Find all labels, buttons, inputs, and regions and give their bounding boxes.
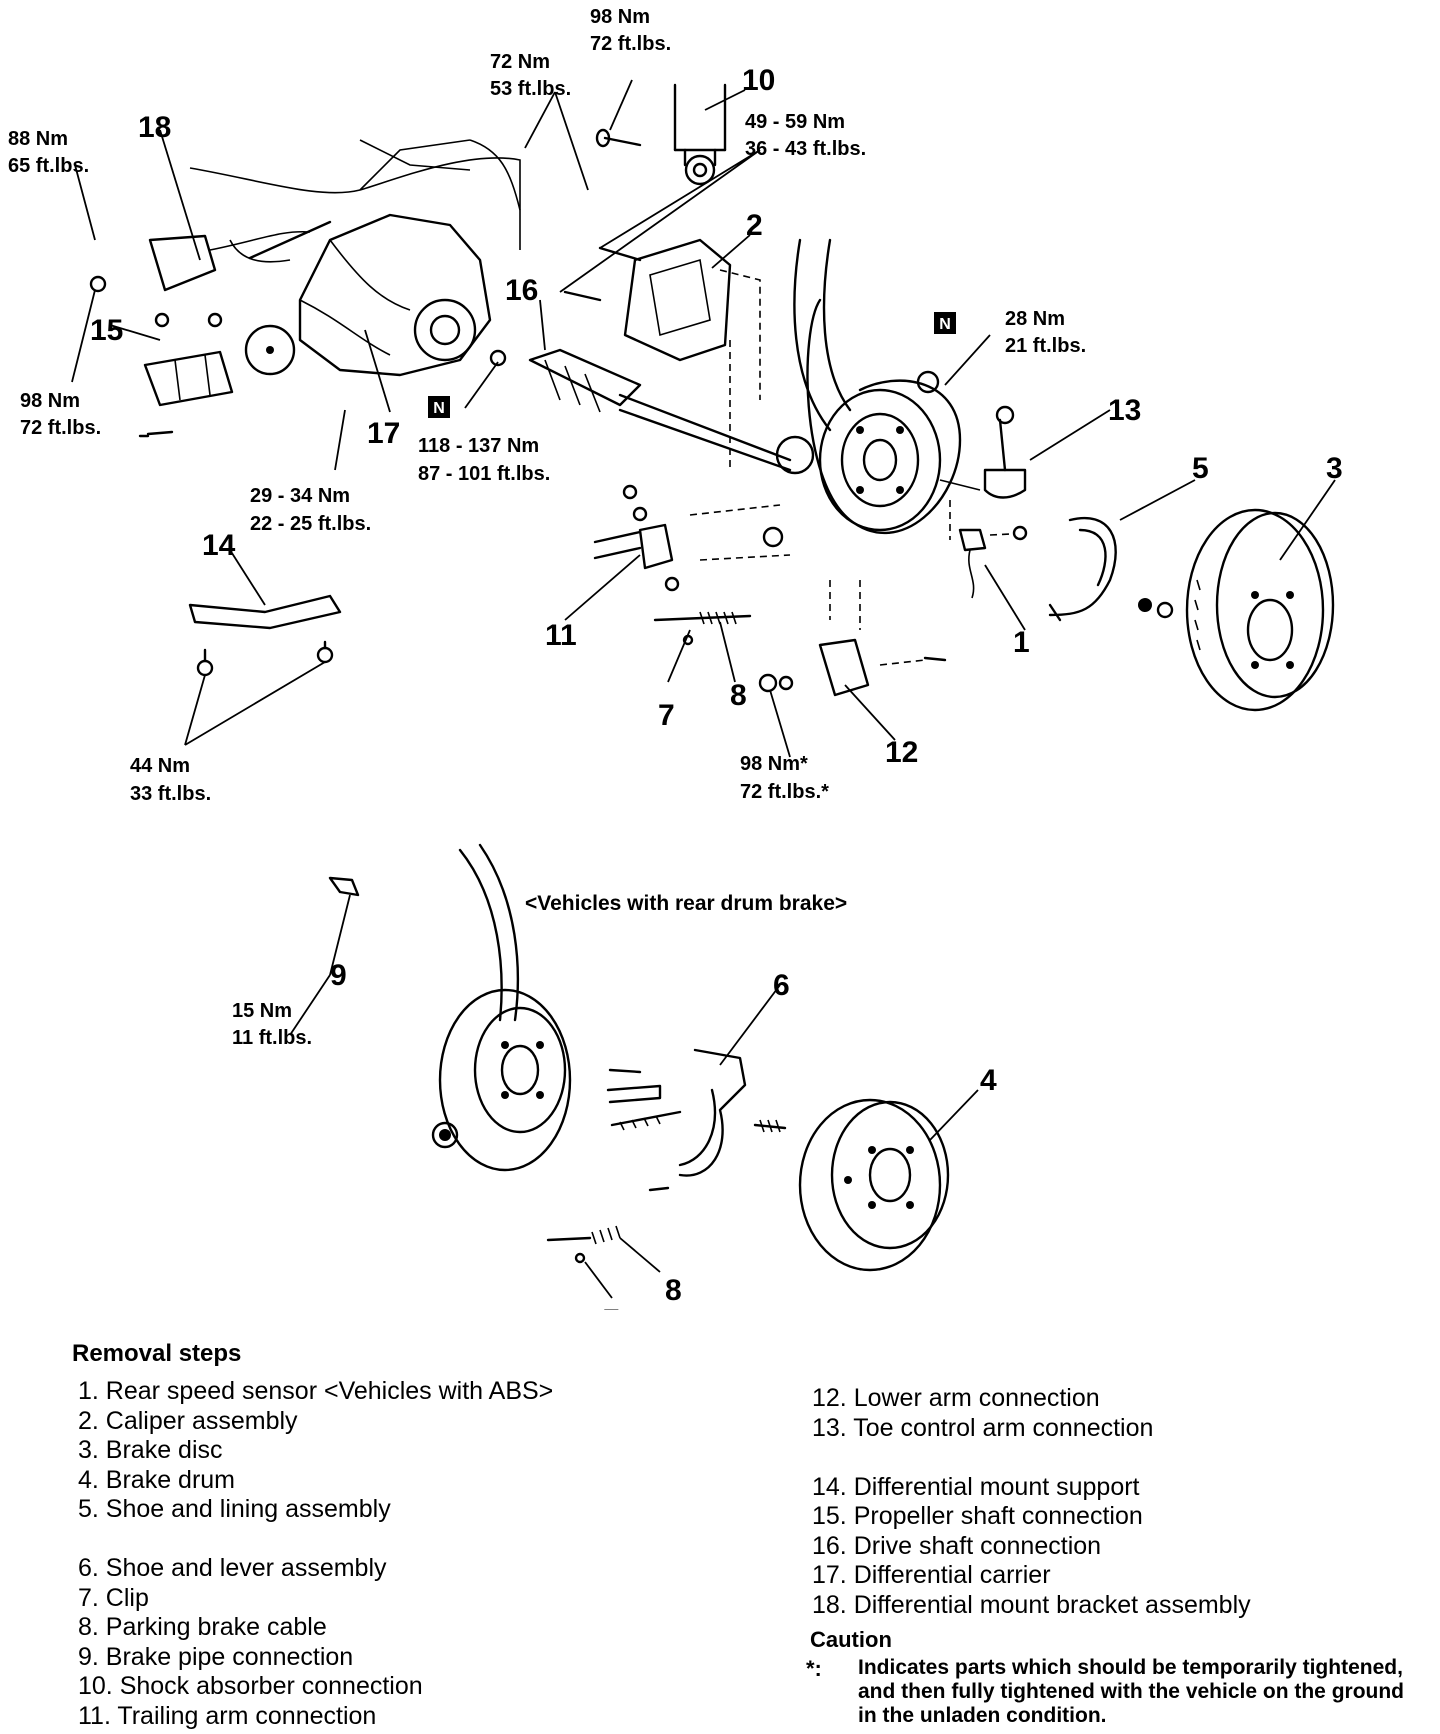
torque-88-nm: 88 Nm [8, 128, 68, 150]
callout-13: 13 [1108, 394, 1141, 427]
torque-118-ft: 87 - 101 ft.lbs. [418, 463, 550, 485]
caution-mark: *: [806, 1656, 822, 1681]
differential-mount-bracket [148, 220, 332, 292]
callout-16: 16 [505, 274, 538, 307]
rear-suspension-exploded-diagram: N N 98 Nm 72 ft.lbs. 72 Nm 53 ft.lbs. 88… [8, 6, 1343, 1310]
removal-step: 7. Clip [78, 1583, 149, 1612]
callout-9: 9 [330, 959, 347, 992]
torque-29-nm: 29 - 34 Nm [250, 485, 350, 507]
torque-88-ft: 65 ft.lbs. [8, 155, 89, 177]
torque-98c-ft: 72 ft.lbs.* [740, 781, 829, 803]
caution-text: Indicates parts which should be temporar… [858, 1656, 1404, 1727]
svg-text:N: N [939, 316, 951, 333]
removal-step: 17. Differential carrier [812, 1561, 1051, 1589]
removal-steps-left: 1. Rear speed sensor <Vehicles with ABS>… [78, 1377, 553, 1731]
parking-brake-cable-lower [546, 1225, 621, 1264]
callout-7b: 7 [603, 1304, 620, 1310]
removal-step: 10. Shock absorber connection [78, 1672, 423, 1700]
removal-step: 1. Rear speed sensor <Vehicles with ABS> [78, 1377, 554, 1405]
callout-12: 12 [885, 736, 918, 769]
removal-step: 15. Propeller shaft connection [812, 1502, 1143, 1530]
removal-step: 13. Toe control arm connection [812, 1413, 1154, 1442]
rear-speed-sensor [958, 525, 1028, 599]
drive-shaft [489, 348, 792, 472]
callout-6: 6 [773, 969, 790, 1002]
callout-4: 4 [980, 1064, 997, 1097]
knuckle-hub [689, 238, 962, 630]
torque-28-ft: 21 ft.lbs. [1005, 335, 1086, 357]
callout-17: 17 [367, 417, 400, 450]
callout-5: 5 [1192, 452, 1209, 485]
shock-absorber [595, 83, 727, 186]
callout-8b: 8 [665, 1274, 682, 1307]
caliper-assembly [563, 238, 761, 470]
n-marker-upper: N [934, 312, 956, 334]
torque-72-nm: 72 Nm [490, 51, 550, 73]
step-spacer [812, 1443, 1251, 1473]
torque-98c-nm: 98 Nm* [740, 753, 808, 775]
removal-step: 2. Caliper assembly [78, 1406, 298, 1435]
brake-disc [1185, 508, 1335, 712]
torque-44-ft: 33 ft.lbs. [130, 783, 211, 805]
differential-carrier [244, 213, 492, 377]
callout-numbers: 1 2 3 4 5 6 7 7 8 8 9 10 11 12 13 14 15 … [90, 64, 1343, 1310]
removal-step: 12. Lower arm connection [812, 1384, 1100, 1412]
differential-mount-support [188, 594, 342, 677]
removal-step: 14. Differential mount support [812, 1472, 1140, 1501]
callout-2: 2 [746, 209, 763, 242]
torque-118-nm: 118 - 137 Nm [418, 435, 539, 457]
removal-step: 9. Brake pipe connection [78, 1642, 354, 1671]
torque-49-ft: 36 - 43 ft.lbs. [745, 138, 866, 160]
brake-drum [798, 1098, 950, 1272]
step-spacer [78, 1525, 553, 1555]
torque-98b-nm: 98 Nm [20, 390, 80, 412]
callout-8a: 8 [730, 679, 747, 712]
caution-title: Caution [810, 1627, 892, 1652]
removal-step: 18. Differential mount bracket assembly [812, 1590, 1251, 1619]
torque-98b-ft: 72 ft.lbs. [20, 417, 101, 439]
callout-3: 3 [1326, 452, 1343, 485]
torque-28-nm: 28 Nm [1005, 308, 1065, 330]
removal-step: 6. Shoe and lever assembly [78, 1554, 387, 1582]
removal-step: 16. Drive shaft connection [812, 1531, 1102, 1560]
toe-control-arm [916, 370, 1027, 540]
torque-72-ft: 53 ft.lbs. [490, 78, 571, 100]
removal-step: 11. Trailing arm connection [78, 1701, 377, 1730]
torque-15-ft: 11 ft.lbs. [232, 1027, 312, 1049]
body-floor-outline [189, 139, 521, 250]
torque-29-ft: 22 - 25 ft.lbs. [250, 513, 371, 535]
callout-7a: 7 [658, 699, 675, 732]
propeller-shaft [89, 275, 234, 438]
torque-labels: 98 Nm 72 ft.lbs. 72 Nm 53 ft.lbs. 88 Nm … [8, 6, 1086, 1049]
trailing-arm [593, 484, 680, 592]
removal-step: 8. Parking brake cable [78, 1613, 327, 1641]
torque-49-nm: 49 - 59 Nm [745, 111, 845, 133]
lower-arm-connection [758, 638, 947, 697]
torque-15-nm: 15 Nm [232, 1000, 292, 1022]
shoe-and-lining [1048, 517, 1174, 622]
drum-brake-backing-plate [431, 843, 572, 1172]
callout-11: 11 [545, 619, 577, 652]
removal-steps-title: Removal steps [72, 1340, 242, 1367]
removal-step: 3. Brake disc [78, 1436, 223, 1464]
callout-14: 14 [202, 529, 236, 562]
leader-lines [71, 79, 1336, 1299]
torque-98a-ft: 72 ft.lbs. [590, 33, 671, 55]
removal-step: 4. Brake drum [78, 1465, 236, 1494]
torque-44-nm: 44 Nm [130, 755, 190, 777]
callout-18: 18 [138, 111, 171, 144]
torque-98a-nm: 98 Nm [590, 6, 650, 28]
callout-15: 15 [90, 314, 123, 347]
svg-text:N: N [433, 400, 445, 417]
parking-brake-cable-upper [653, 611, 752, 646]
callout-1: 1 [1013, 626, 1030, 659]
drum-brake-caption: <Vehicles with rear drum brake> [525, 892, 847, 915]
shoe-and-lever [606, 1048, 787, 1192]
brake-pipe [328, 876, 360, 897]
removal-step: 5. Shoe and lining assembly [78, 1495, 391, 1523]
callout-10: 10 [742, 64, 775, 97]
n-marker-lower: N [428, 396, 450, 418]
